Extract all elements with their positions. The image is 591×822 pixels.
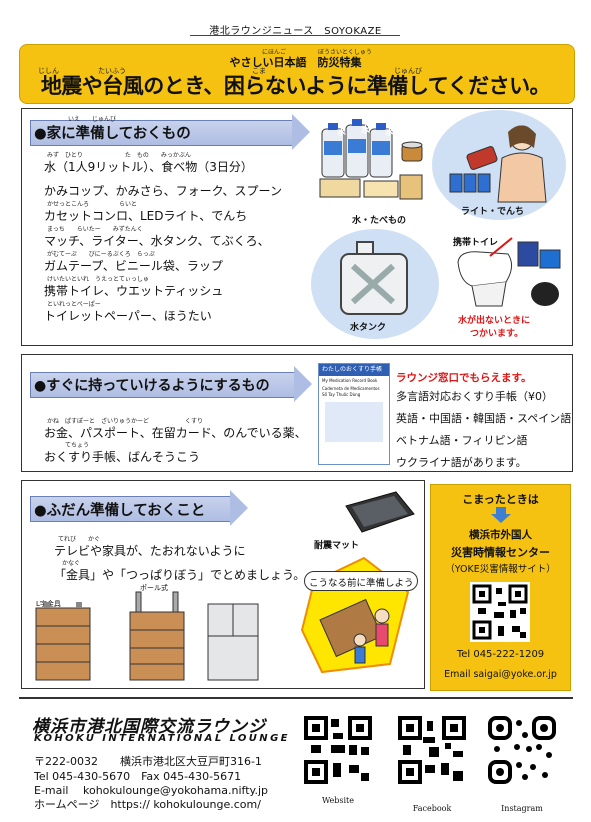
help-org: 横浜市外国人 <box>469 529 532 541</box>
s1-ruby-3: まっち らいたー みずたんく <box>47 226 143 233</box>
s2-ruby-1: てちょう <box>47 442 90 449</box>
help-qr-code[interactable] <box>470 582 530 642</box>
help-center: 災害時情報センター <box>451 546 550 559</box>
s3-line-0: テレビや家具が、たおれないように <box>54 544 246 558</box>
s1-line-3: マッチ、ライター、水タンク、てぶくろ、 <box>44 234 270 248</box>
qr-label-instagram: Instagram <box>501 804 543 813</box>
s2-line-1: おくすり手帳、ばんそうこう <box>44 450 201 464</box>
caption-light: ライト・でんち <box>461 207 525 217</box>
section3-title: ●ふだん準備しておくこと <box>34 503 206 519</box>
info-line-3: ウクライナ語があります。 <box>396 456 527 469</box>
label-pole: ポール式 <box>140 584 168 592</box>
s2-ruby-0: かね ぱすぽーと ざいりゅうかーど くすり <box>47 418 204 425</box>
s1-line-2: カセットコンロ、LEDライト、でんち <box>44 209 248 223</box>
label-quake-mat: 耐震マット <box>314 541 360 551</box>
down-arrow-icon <box>491 507 511 523</box>
help-tel: Tel 045-222-1209 <box>456 649 545 660</box>
footer-address: 〒222-0032 横浜市港北区大豆戸町316-1 <box>34 755 262 768</box>
furniture-illustration <box>35 591 259 681</box>
qr-code-icon <box>398 716 466 784</box>
section2-arrow-bar <box>30 372 295 398</box>
tv-illustration <box>345 491 415 533</box>
help-title: こまったときは <box>462 493 539 506</box>
help-box: こまったときは 横浜市外国人 災害時情報センター （YOKE災害情報サイト） T… <box>430 484 571 691</box>
s1-line-5: 携帯トイレ、ウエットティッシュ <box>44 284 224 298</box>
section1-title-ruby: いえ じゅんび <box>68 116 117 123</box>
s1-ruby-2: かせっとこんろ らいと <box>47 201 138 208</box>
water-tank-illustration <box>340 241 408 315</box>
qr-code-icon <box>304 716 372 784</box>
s1-ruby-0: みず ひとり た もの みっかぶん <box>47 152 191 159</box>
section1-arrow-bar <box>30 120 293 146</box>
qr-label-facebook: Facebook <box>412 804 452 813</box>
bottle-label-3: 水 <box>385 128 395 138</box>
booklet-subtitle-1: Caderneta de Medicamentos <box>322 386 380 391</box>
footer-homepage[interactable]: ホームページ https:// kohokulounge.com/ <box>34 798 261 811</box>
section1-arrow-tip <box>292 114 310 150</box>
info-line-1: 英語・中国語・韓国語・スペイン語 <box>396 412 572 425</box>
ruby-nihongo: にほんご <box>262 49 287 56</box>
info-line-0: 多言語対応おくすり手帳（¥0） <box>396 390 553 403</box>
newsletter-name: 港北ラウンジニュース SOYOKAZE <box>209 26 382 37</box>
facebook-qr-code[interactable] <box>397 715 467 785</box>
instagram-qr-code[interactable] <box>487 715 557 785</box>
special-issue-subtitle: やさしい日本語 防災特集 <box>229 56 362 69</box>
ruby-taifuu: たいふう <box>98 67 126 75</box>
caption-tank: 水タンク <box>350 323 387 333</box>
bottle-label-2: 水 <box>361 126 371 136</box>
ruby-junbi: じゅんび <box>394 67 422 75</box>
flashlight-person-illustration <box>449 125 547 203</box>
headline-banner <box>19 44 575 104</box>
qr-code-icon <box>488 716 556 784</box>
s1-line-0: 水（1人9リットル）、食べ物（3日分） <box>44 160 253 174</box>
section2-arrow-tip <box>294 366 312 402</box>
info-title: ラウンジ窓口でもらえます。 <box>396 372 532 384</box>
portable-toilet-illustration <box>457 237 561 307</box>
footer-divider <box>19 697 573 699</box>
booklet-subtitle-2: Sổ Tay Thuốc Dùng <box>322 392 361 397</box>
s1-line-6: トイレットペーパー、ほうたい <box>44 309 212 323</box>
qr-code-icon <box>472 584 528 640</box>
section2-title: ●すぐに持っていけるようにするもの <box>34 378 270 394</box>
speech-bubble-text: こうなる前に準備しよう <box>309 578 414 589</box>
s3-ruby-1: かなぐ <box>62 560 81 567</box>
ruby-koma: こま <box>252 67 266 75</box>
section3-arrow-bar <box>30 496 231 522</box>
s3-ruby-0: てれび かぐ <box>58 536 101 543</box>
s1-line-1: かみコップ、かみさら、フォーク、スプーン <box>44 184 282 198</box>
s2-line-0: お金、パスポート、在留カード、のんでいる薬、 <box>44 426 307 440</box>
info-line-2: ベトナム語・フィリピン語 <box>396 434 528 447</box>
qr-label-website: Website <box>321 796 355 805</box>
s3-line-1: 「金具」や「つっぱりぼう」でとめましょう。 <box>54 568 306 582</box>
footer-email[interactable]: E-mail kohokulounge@yokohama.nifty.jp <box>34 784 268 797</box>
section3-arrow-tip <box>230 490 248 526</box>
s1-ruby-5: けいたいといれ うえっとてぃっしゅ <box>47 276 149 283</box>
s1-ruby-4: がむてーぷ びにーるぶくろ らっぷ <box>47 251 155 258</box>
speech-bubble <box>304 571 418 591</box>
booklet-subtitle-0: My Medication Record Book <box>322 378 378 383</box>
caption-water-food: 水・たべもの <box>352 216 407 226</box>
website-qr-code[interactable] <box>303 715 373 785</box>
s1-ruby-6: といれっとぺーぱー <box>47 301 101 308</box>
bottle-label-1: 水 <box>337 128 347 138</box>
s1-line-4: ガムテープ、ビニール袋、ラップ <box>44 259 223 273</box>
footer-org-name: 横浜市港北国際交流ラウンジ <box>32 717 266 737</box>
help-site: （YOKE災害情報サイト） <box>445 564 556 575</box>
ruby-bousai: ぼうさいとくしゅう <box>318 49 372 56</box>
booklet-picture <box>325 402 383 442</box>
medication-booklet: わたしのおくすり手帳 My Medication Record Book Cad… <box>318 363 390 465</box>
section1-title: ●家に準備しておくもの <box>34 126 191 142</box>
water-bottles-illustration <box>319 119 423 200</box>
ruby-jishin: じしん <box>38 67 59 75</box>
footer-org-name-en: KOHOKU INTERNATIONAL LOUNGE <box>34 733 290 744</box>
headline: 地震や台風のとき、困らないように準備してください。 <box>40 74 551 98</box>
booklet-title: わたしのおくすり手帳 <box>319 364 389 376</box>
caption-no-water-2: つかいます。 <box>470 329 524 339</box>
footer-tel-fax: Tel 045-430-5670 Fax 045-430-5671 <box>34 770 242 783</box>
caption-portable-toilet: 携帯トイレ <box>453 238 499 248</box>
help-email[interactable]: Email saigai@yoke.or.jp <box>444 669 557 680</box>
caption-no-water-1: 水が出ないときに <box>458 316 531 326</box>
newsletter-underline <box>190 35 400 36</box>
